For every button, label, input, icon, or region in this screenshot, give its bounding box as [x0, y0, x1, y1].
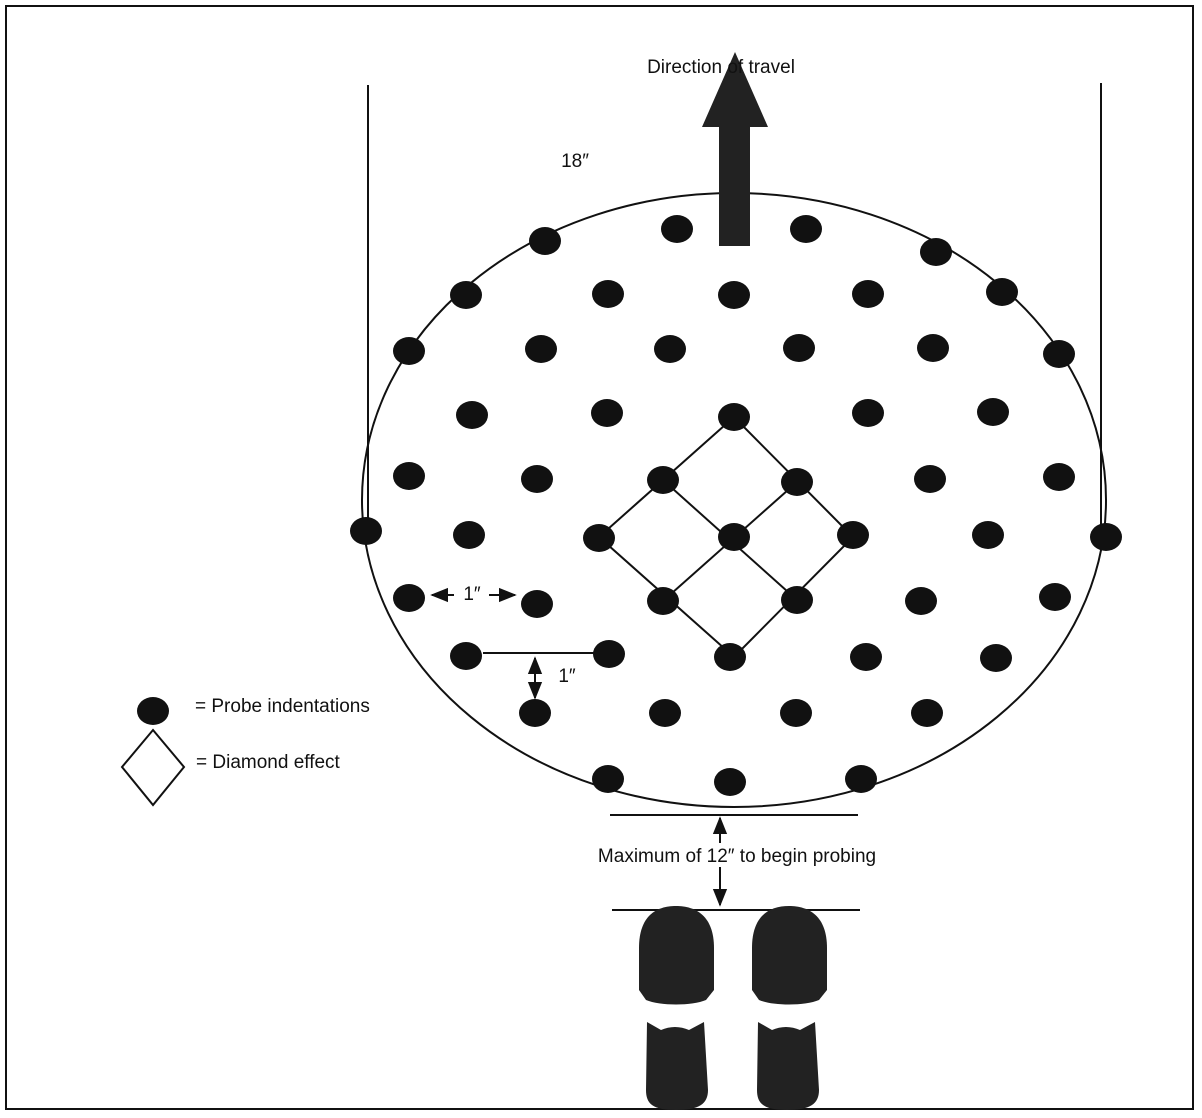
- horizontal-spacing-label: 1″: [463, 584, 481, 605]
- vertical-spacing-label: 1″: [558, 666, 576, 687]
- probe-indentation-dot: [592, 765, 624, 793]
- probe-indentation-dot: [1039, 583, 1071, 611]
- probe-indentation-dot: [591, 399, 623, 427]
- probe-indentation-dot: [393, 584, 425, 612]
- probe-indentation-dot: [980, 644, 1012, 672]
- probe-indentation-dot: [852, 399, 884, 427]
- width-label: 18″: [561, 151, 589, 172]
- probe-indentation-dot: [781, 586, 813, 614]
- probe-indentation-dot: [977, 398, 1009, 426]
- footprint-icon: [639, 906, 827, 1110]
- probe-indentation-dot: [780, 699, 812, 727]
- probe-indentation-dot: [583, 524, 615, 552]
- probe-indentation-dot: [972, 521, 1004, 549]
- probe-indentation-dot: [845, 765, 877, 793]
- probe-indentation-dot: [790, 215, 822, 243]
- probe-indentation-dot: [592, 280, 624, 308]
- start-distance-label: Maximum of 12″ to begin probing: [598, 846, 876, 867]
- probe-indentation-dot: [519, 699, 551, 727]
- probe-indentation-dot: [852, 280, 884, 308]
- probe-indentations: [350, 215, 1122, 796]
- diagram-frame: [5, 5, 1194, 1110]
- probe-indentation-dot: [714, 643, 746, 671]
- probe-indentation-dot: [593, 640, 625, 668]
- probe-indentation-dot: [914, 465, 946, 493]
- probe-indentation-dot: [917, 334, 949, 362]
- probe-indentation-dot: [1090, 523, 1122, 551]
- probe-indentation-dot: [393, 337, 425, 365]
- legend: = Probe indentations = Diamond effect: [120, 696, 370, 807]
- probe-indentation-dot: [718, 403, 750, 431]
- probe-indentation-dot: [718, 281, 750, 309]
- probe-indentation-dot: [521, 465, 553, 493]
- probe-indentation-dot: [986, 278, 1018, 306]
- legend-probe-label: = Probe indentations: [195, 696, 370, 717]
- up-arrow-icon: [702, 52, 768, 246]
- probe-indentation-dot: [783, 334, 815, 362]
- probe-indentation-dot: [350, 517, 382, 545]
- probe-indentation-dot: [647, 466, 679, 494]
- probe-indentation-dot: [393, 462, 425, 490]
- probe-indentation-dot: [1043, 463, 1075, 491]
- probe-indentation-dot: [911, 699, 943, 727]
- probe-indentation-dot: [714, 768, 746, 796]
- direction-label: Direction of travel: [647, 57, 795, 78]
- probe-indentation-dot: [529, 227, 561, 255]
- probe-indentation-dot: [450, 281, 482, 309]
- probe-dot-icon: [137, 697, 169, 725]
- probe-indentation-dot: [1043, 340, 1075, 368]
- probe-indentation-dot: [647, 587, 679, 615]
- probe-indentation-dot: [453, 521, 485, 549]
- probe-indentation-dot: [456, 401, 488, 429]
- probe-indentation-dot: [654, 335, 686, 363]
- diamond-icon: [120, 728, 186, 807]
- probe-indentation-dot: [450, 642, 482, 670]
- probe-indentation-dot: [525, 335, 557, 363]
- probe-indentation-dot: [521, 590, 553, 618]
- probe-indentation-dot: [837, 521, 869, 549]
- legend-diamond-label: = Diamond effect: [196, 752, 341, 773]
- probe-indentation-dot: [661, 215, 693, 243]
- probe-indentation-dot: [850, 643, 882, 671]
- probe-indentation-dot: [718, 523, 750, 551]
- probe-indentation-dot: [920, 238, 952, 266]
- probe-indentation-dot: [905, 587, 937, 615]
- probe-indentation-dot: [649, 699, 681, 727]
- probe-indentation-dot: [781, 468, 813, 496]
